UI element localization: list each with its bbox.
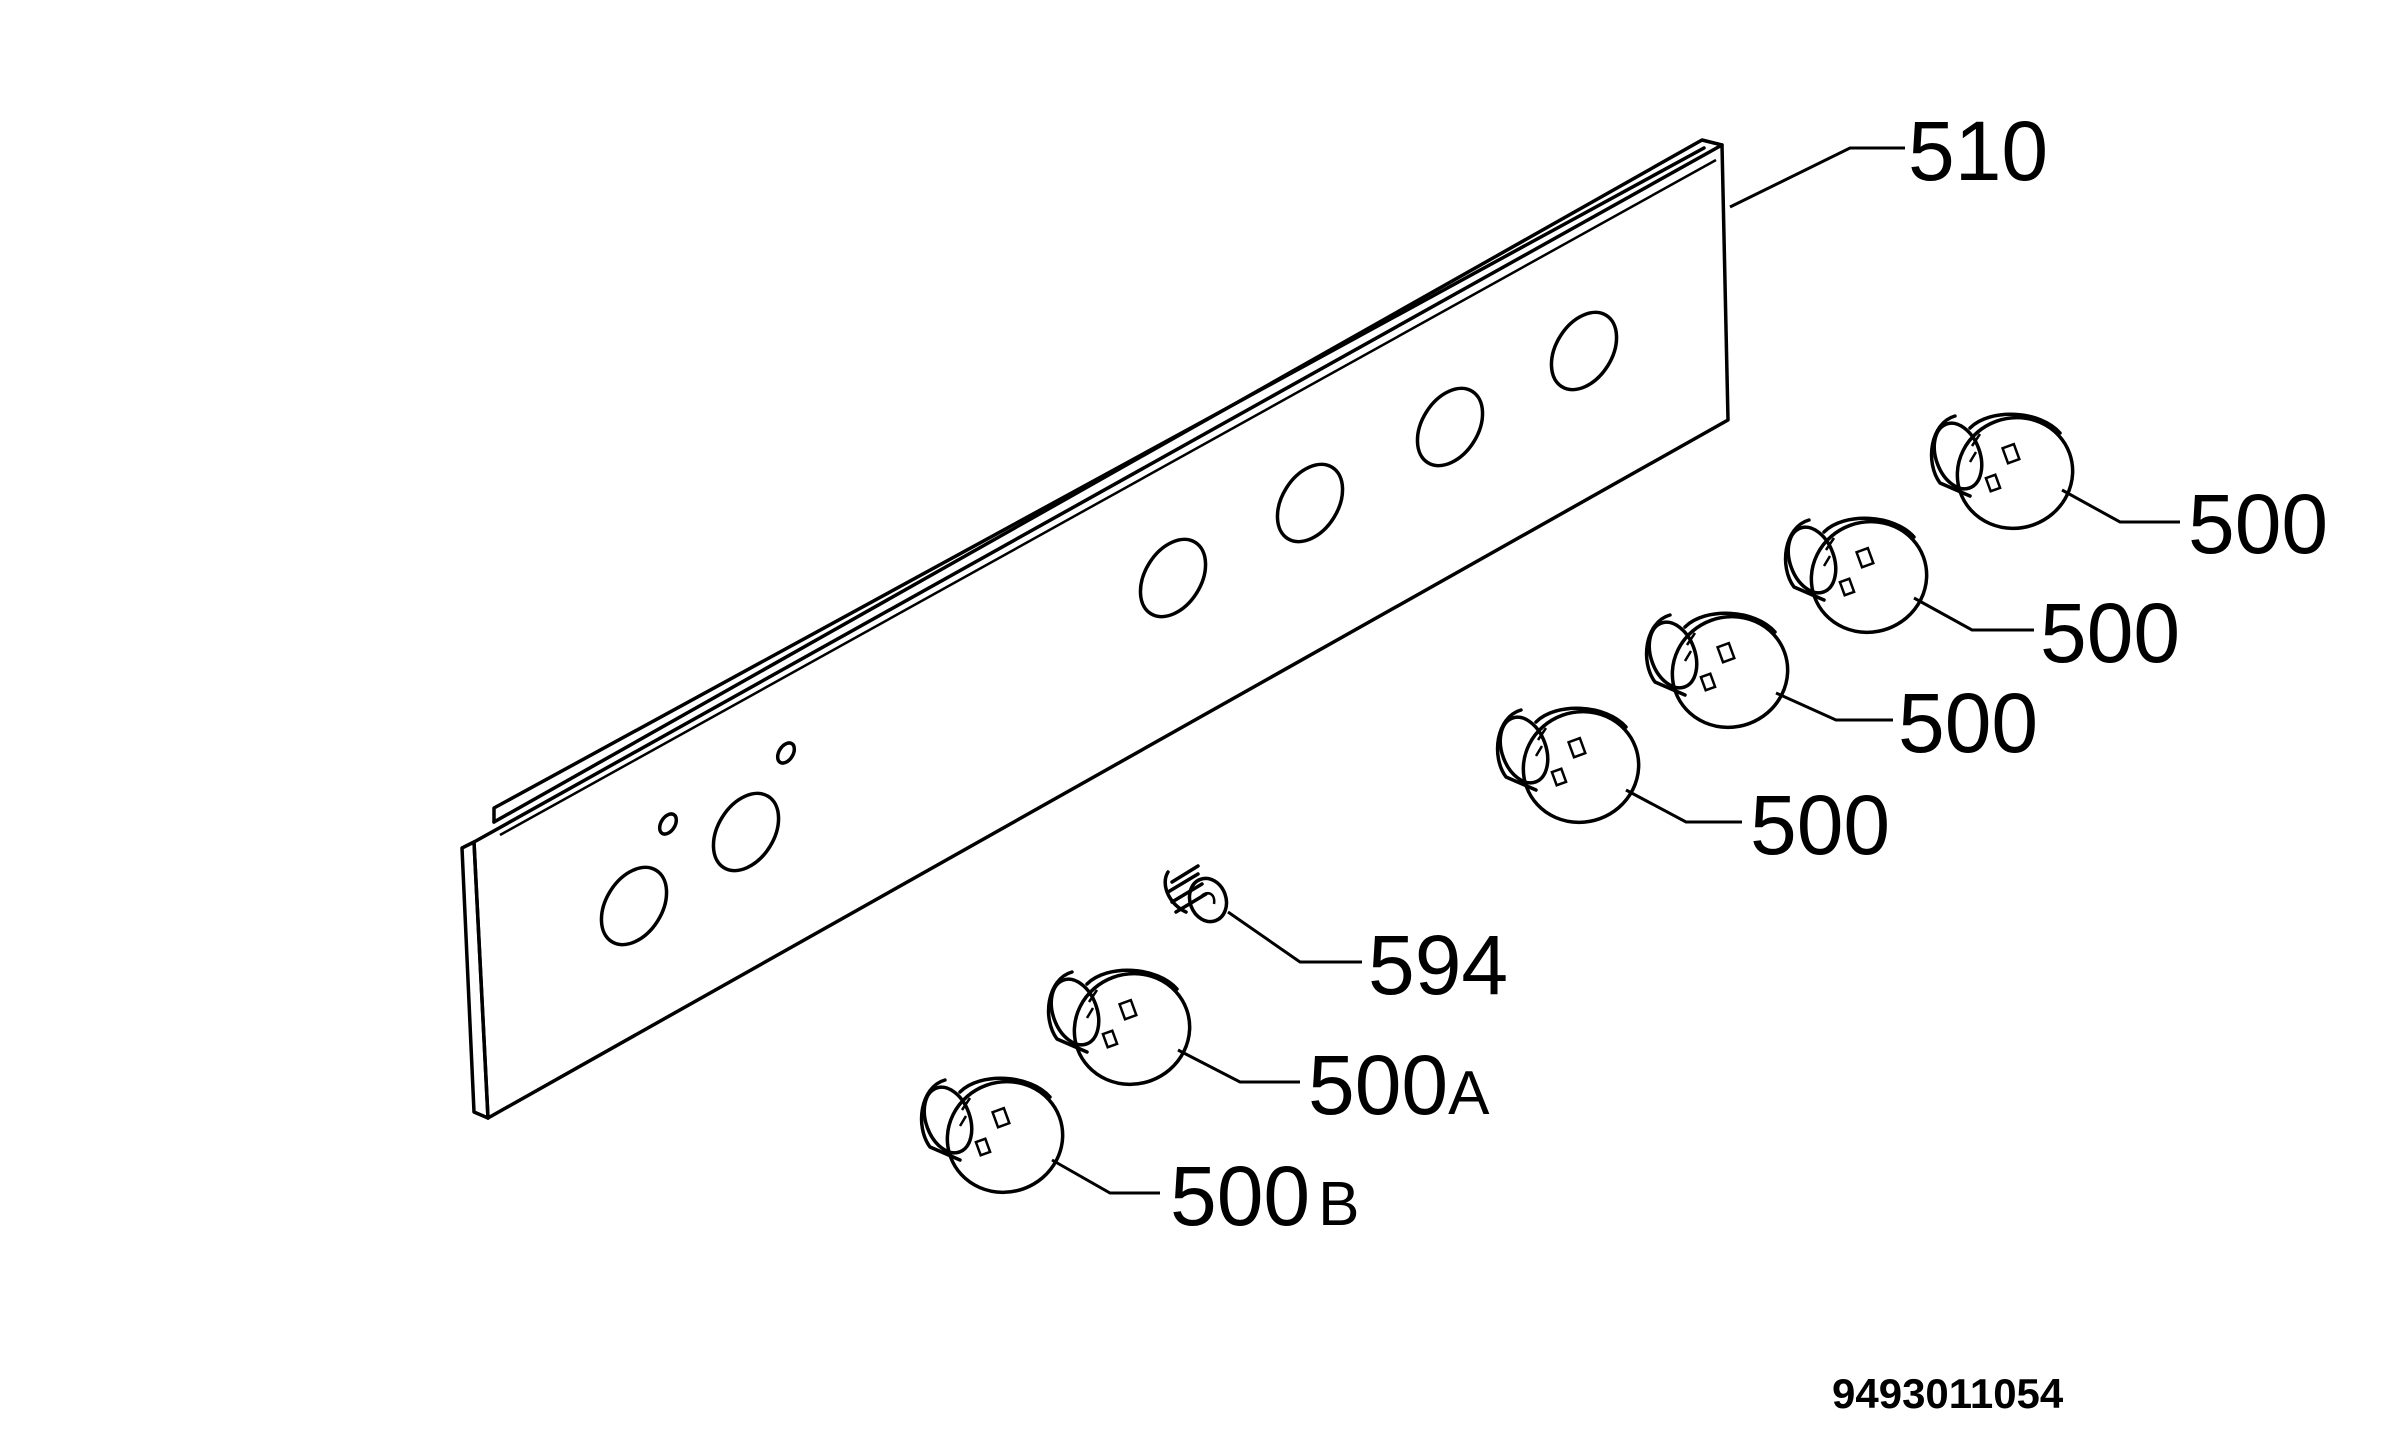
control-panel <box>460 138 1730 1120</box>
label-500-2: 500 <box>2040 586 2180 680</box>
label-500-4: 500 <box>1750 778 1890 872</box>
label-500a: 500A <box>1308 1038 1490 1132</box>
knob-500a: 500A <box>1040 955 1490 1132</box>
label-500-1: 500 <box>2188 477 2328 571</box>
drawing-code: 9493011054 <box>1832 1370 2064 1417</box>
knob-500-3: 500 <box>1638 598 2038 770</box>
label-510: 510 <box>1908 104 2048 198</box>
label-500-3: 500 <box>1898 676 2038 770</box>
knob-500-4: 500 <box>1489 693 1890 872</box>
knob-500-2: 500 <box>1777 503 2180 680</box>
knob-500-1: 500 <box>1923 399 2328 571</box>
screw-594: 594 <box>1163 864 1508 1012</box>
label-594: 594 <box>1368 918 1508 1012</box>
